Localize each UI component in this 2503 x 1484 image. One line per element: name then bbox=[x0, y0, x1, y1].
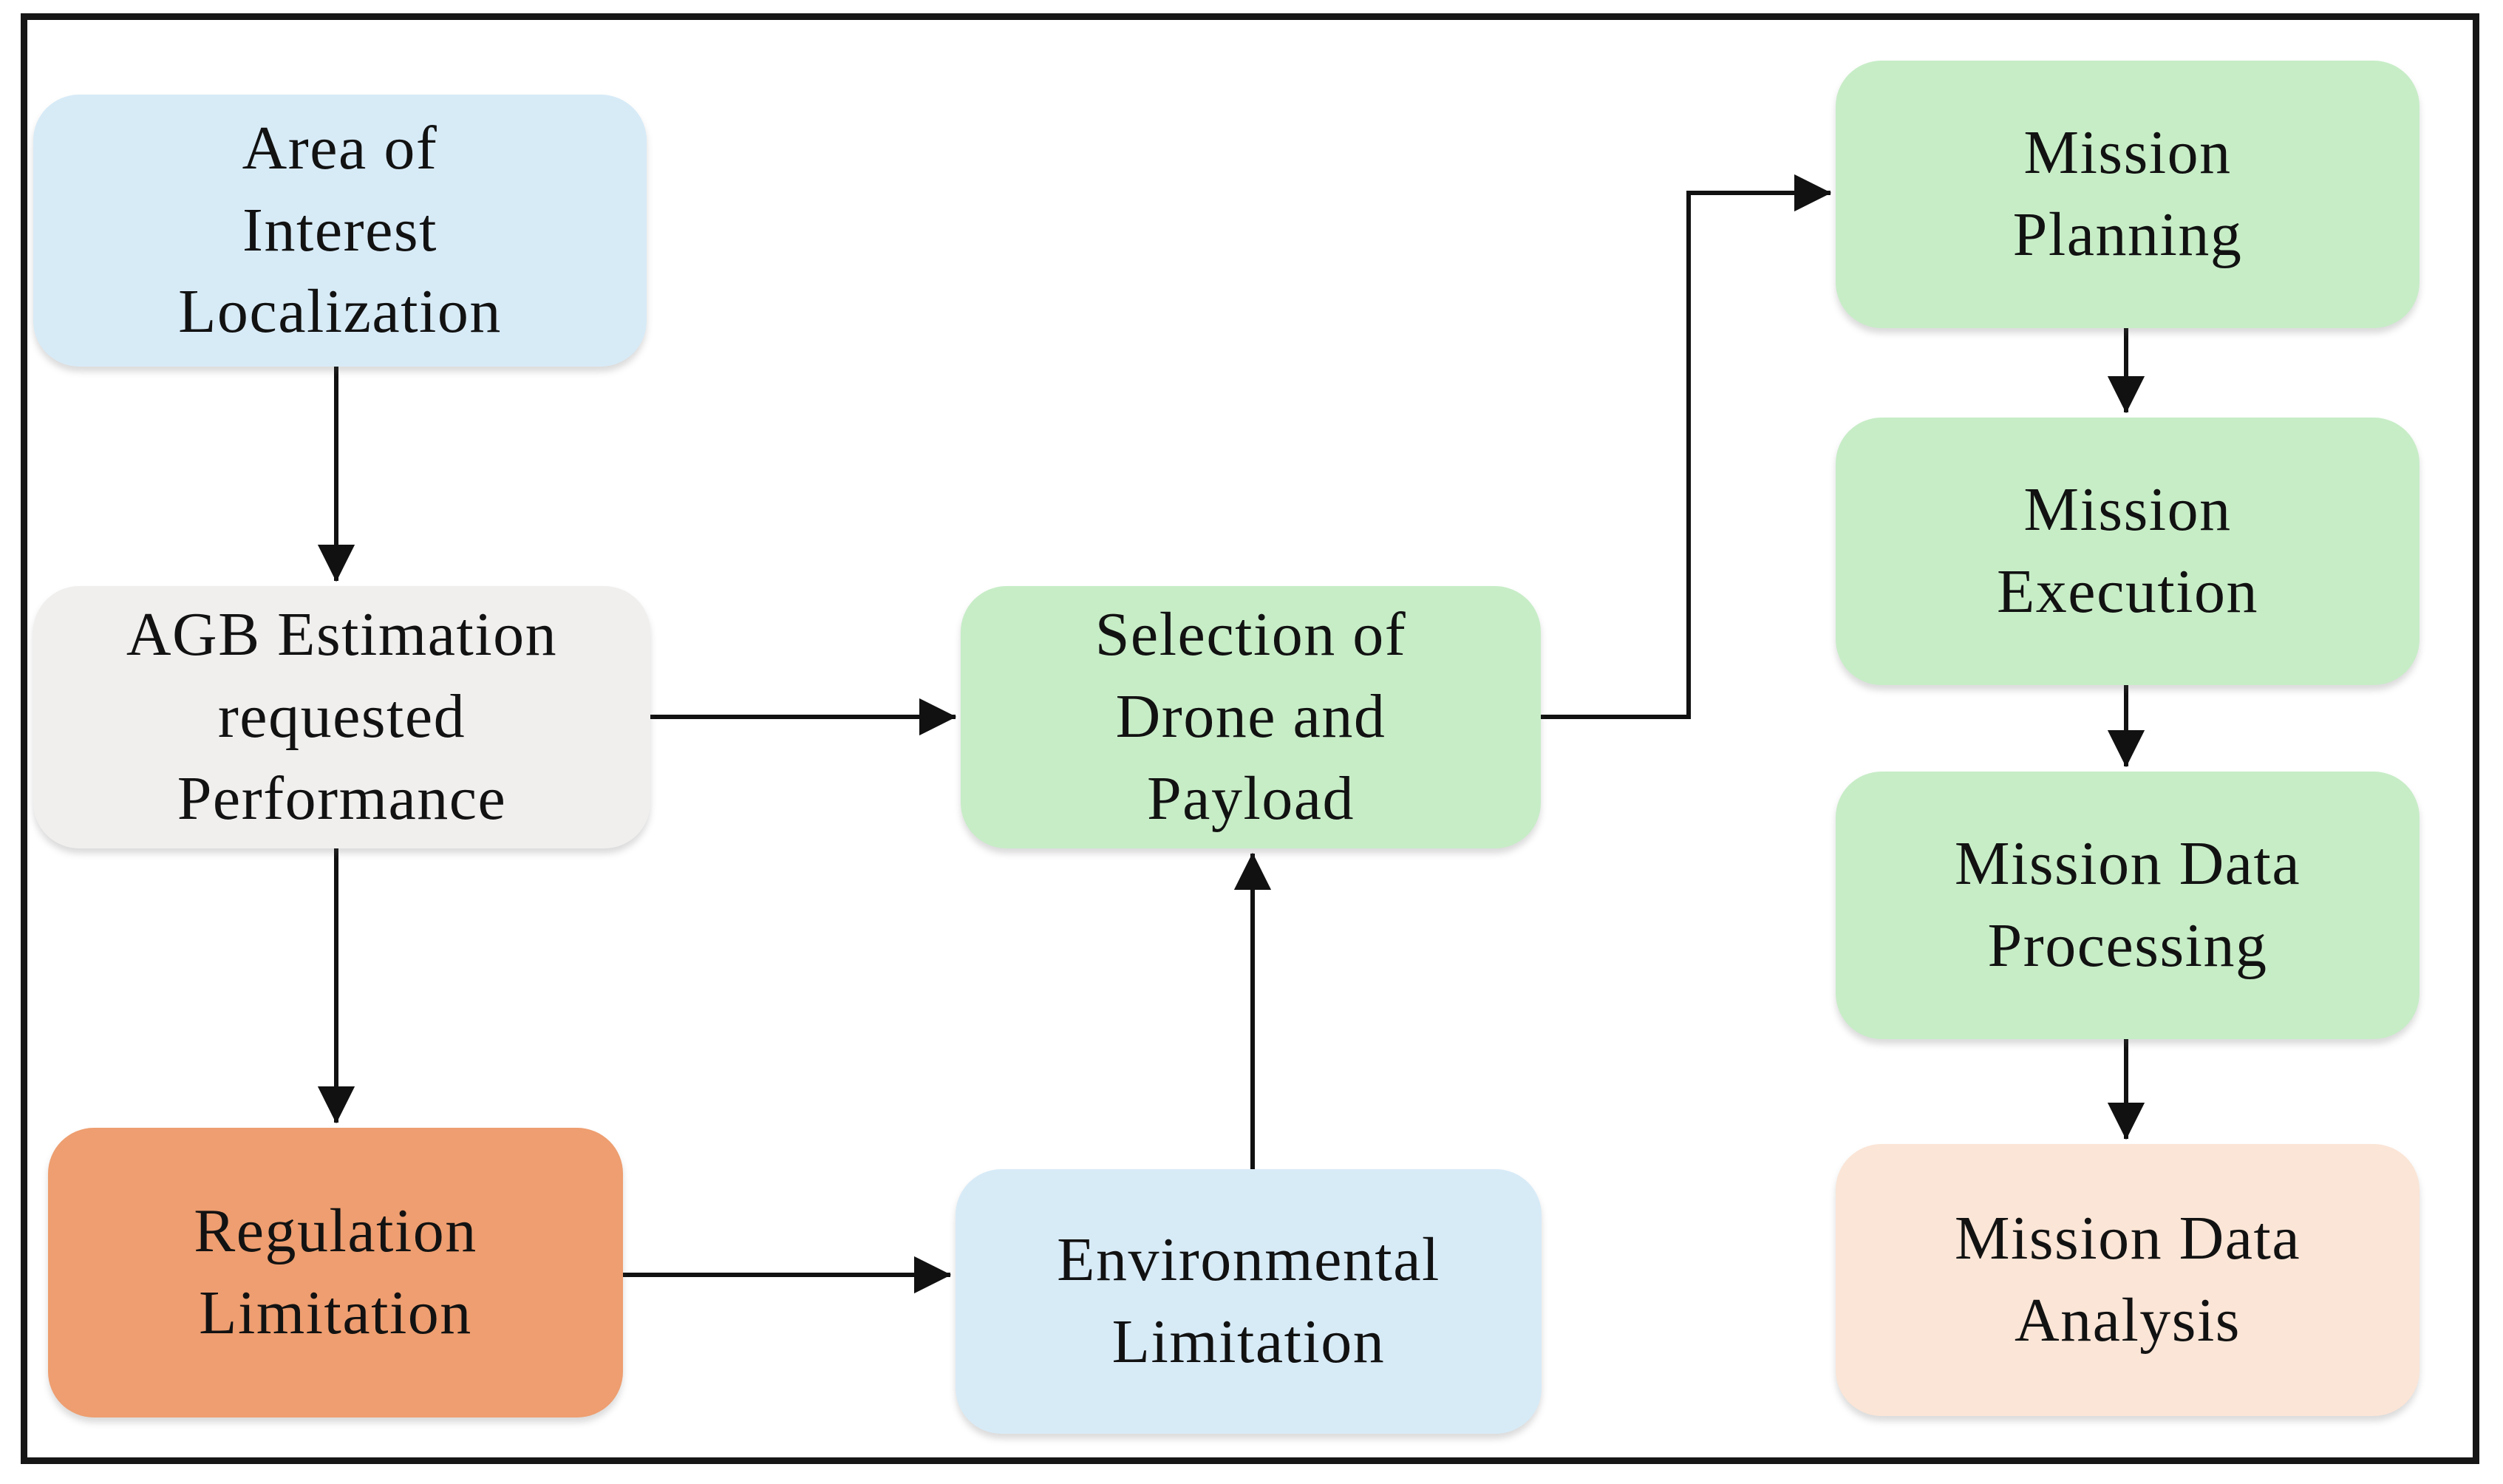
node-area-of-interest-localization: Area of Interest Localization bbox=[33, 95, 647, 367]
node-mission-planning: Mission Planning bbox=[1836, 61, 2419, 328]
node-selection-of-drone-and-payload: Selection of Drone and Payload bbox=[961, 586, 1541, 848]
node-mission-data-processing: Mission Data Processing bbox=[1836, 772, 2419, 1039]
node-environmental-limitation: Environmental Limitation bbox=[956, 1169, 1542, 1434]
node-regulation-limitation: Regulation Limitation bbox=[48, 1128, 623, 1417]
arrow-selection-to-mission-planning bbox=[1541, 174, 1832, 719]
node-mission-execution: Mission Execution bbox=[1836, 418, 2419, 685]
node-agb-estimation-requested-performance: AGB Estimation requested Performance bbox=[33, 586, 650, 848]
node-mission-data-analysis: Mission Data Analysis bbox=[1836, 1144, 2419, 1416]
